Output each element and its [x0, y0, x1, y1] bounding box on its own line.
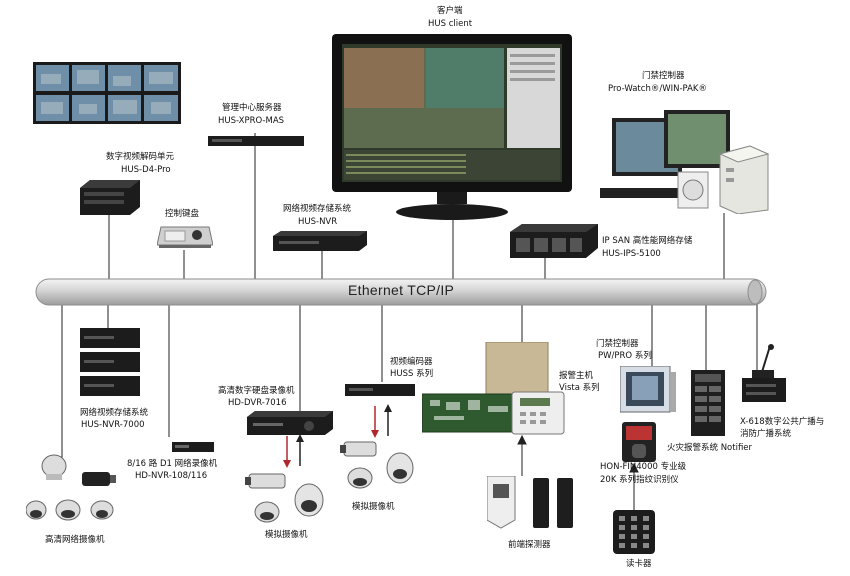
decoder-unit-image: [80, 180, 140, 219]
hd-ip-cameras-image: [25, 452, 120, 532]
access-control-bottom-label-model: PW/PRO 系列: [598, 351, 652, 361]
detectors-image: [486, 475, 579, 534]
management-server-label-model: HUS-XPRO-MAS: [218, 116, 285, 126]
client-label-model: HUS client: [428, 19, 473, 29]
fire-alarm-label: 火灾报警系统 Notifier: [667, 443, 753, 453]
nvr-storage-image: [273, 231, 367, 255]
card-reader-label: 读卡器: [626, 559, 652, 569]
broadcast-label-line1: X-618数字公共广播与: [740, 417, 825, 427]
broadcast-system-image: [740, 344, 790, 408]
alarm-host-image: [421, 341, 578, 442]
management-server-image: [208, 131, 304, 150]
client-monitor-image: [332, 34, 572, 224]
keyboard-label: 控制键盘: [165, 209, 200, 219]
decoder-label-model: HUS-D4-Pro: [121, 165, 171, 175]
nvr108-label-model: HD-NVR-108/116: [135, 471, 208, 481]
dvr-label-cn: 高清数字硬盘录像机: [218, 386, 295, 396]
ipsan-label-model: HUS-IPS-5100: [602, 249, 661, 259]
nvr7000-label-cn: 网络视频存储系统: [80, 408, 149, 418]
dvr-label-model: HD-DVR-7016: [228, 398, 287, 408]
fire-alarm-panel-image: [691, 370, 725, 440]
access-control-workstation-image: [600, 102, 770, 218]
encoder-image: [345, 381, 415, 400]
alarm-host-label-cn: 报警主机: [559, 371, 594, 381]
client-label-cn: 客户端: [437, 6, 463, 16]
hd-ip-cameras-label: 高清网络摄像机: [45, 535, 105, 545]
management-server-label-cn: 管理中心服务器: [222, 103, 282, 113]
fingerprint-label-line1: HON-FIN4000 专业级: [600, 462, 687, 472]
card-reader-image: [613, 510, 655, 558]
detectors-label: 前端探测器: [508, 540, 551, 550]
fingerprint-reader-image: [622, 422, 656, 466]
access-control-top-label-model: Pro-Watch®/WIN-PAK®: [608, 84, 707, 94]
encoder-label-cn: 视频编码器: [390, 357, 433, 367]
nvr-storage-label-model: HUS-NVR: [298, 217, 338, 227]
nvr-storage-label-cn: 网络视频存储系统: [283, 204, 352, 214]
ipsan-label-cn: IP SAN 高性能网络存储: [602, 236, 693, 246]
decoder-label-cn: 数字视频解码单元: [106, 152, 175, 162]
nvr108-label-cn: 8/16 路 D1 网络录像机: [127, 459, 218, 469]
broadcast-label-line2: 消防广播系统: [740, 429, 792, 439]
nvr108-image: [172, 437, 214, 456]
analog-cameras-2-image: [340, 440, 416, 500]
ethernet-bus: [35, 278, 767, 306]
access-control-bottom-label-cn: 门禁控制器: [596, 339, 639, 349]
control-keyboard-image: [156, 223, 214, 253]
dvr-image: [247, 411, 333, 439]
fingerprint-label-line2: 20K 系列指纹识别仪: [600, 475, 679, 485]
alarm-host-label-model: Vista 系列: [559, 383, 600, 393]
encoder-label-model: HUSS 系列: [390, 369, 434, 379]
analog-cameras-1-label: 模拟摄像机: [265, 530, 308, 540]
video-wall-image: [33, 62, 181, 128]
ethernet-bus-label: Ethernet TCP/IP: [348, 282, 455, 298]
nvr7000-label-model: HUS-NVR-7000: [81, 420, 145, 430]
ipsan-storage-image: [510, 224, 598, 262]
analog-cameras-1-image: [245, 470, 335, 534]
analog-cameras-2-label: 模拟摄像机: [352, 502, 395, 512]
nvr7000-stack-image: [80, 328, 140, 402]
access-control-panel-image: [619, 365, 676, 420]
access-control-top-label-cn: 门禁控制器: [642, 71, 685, 81]
